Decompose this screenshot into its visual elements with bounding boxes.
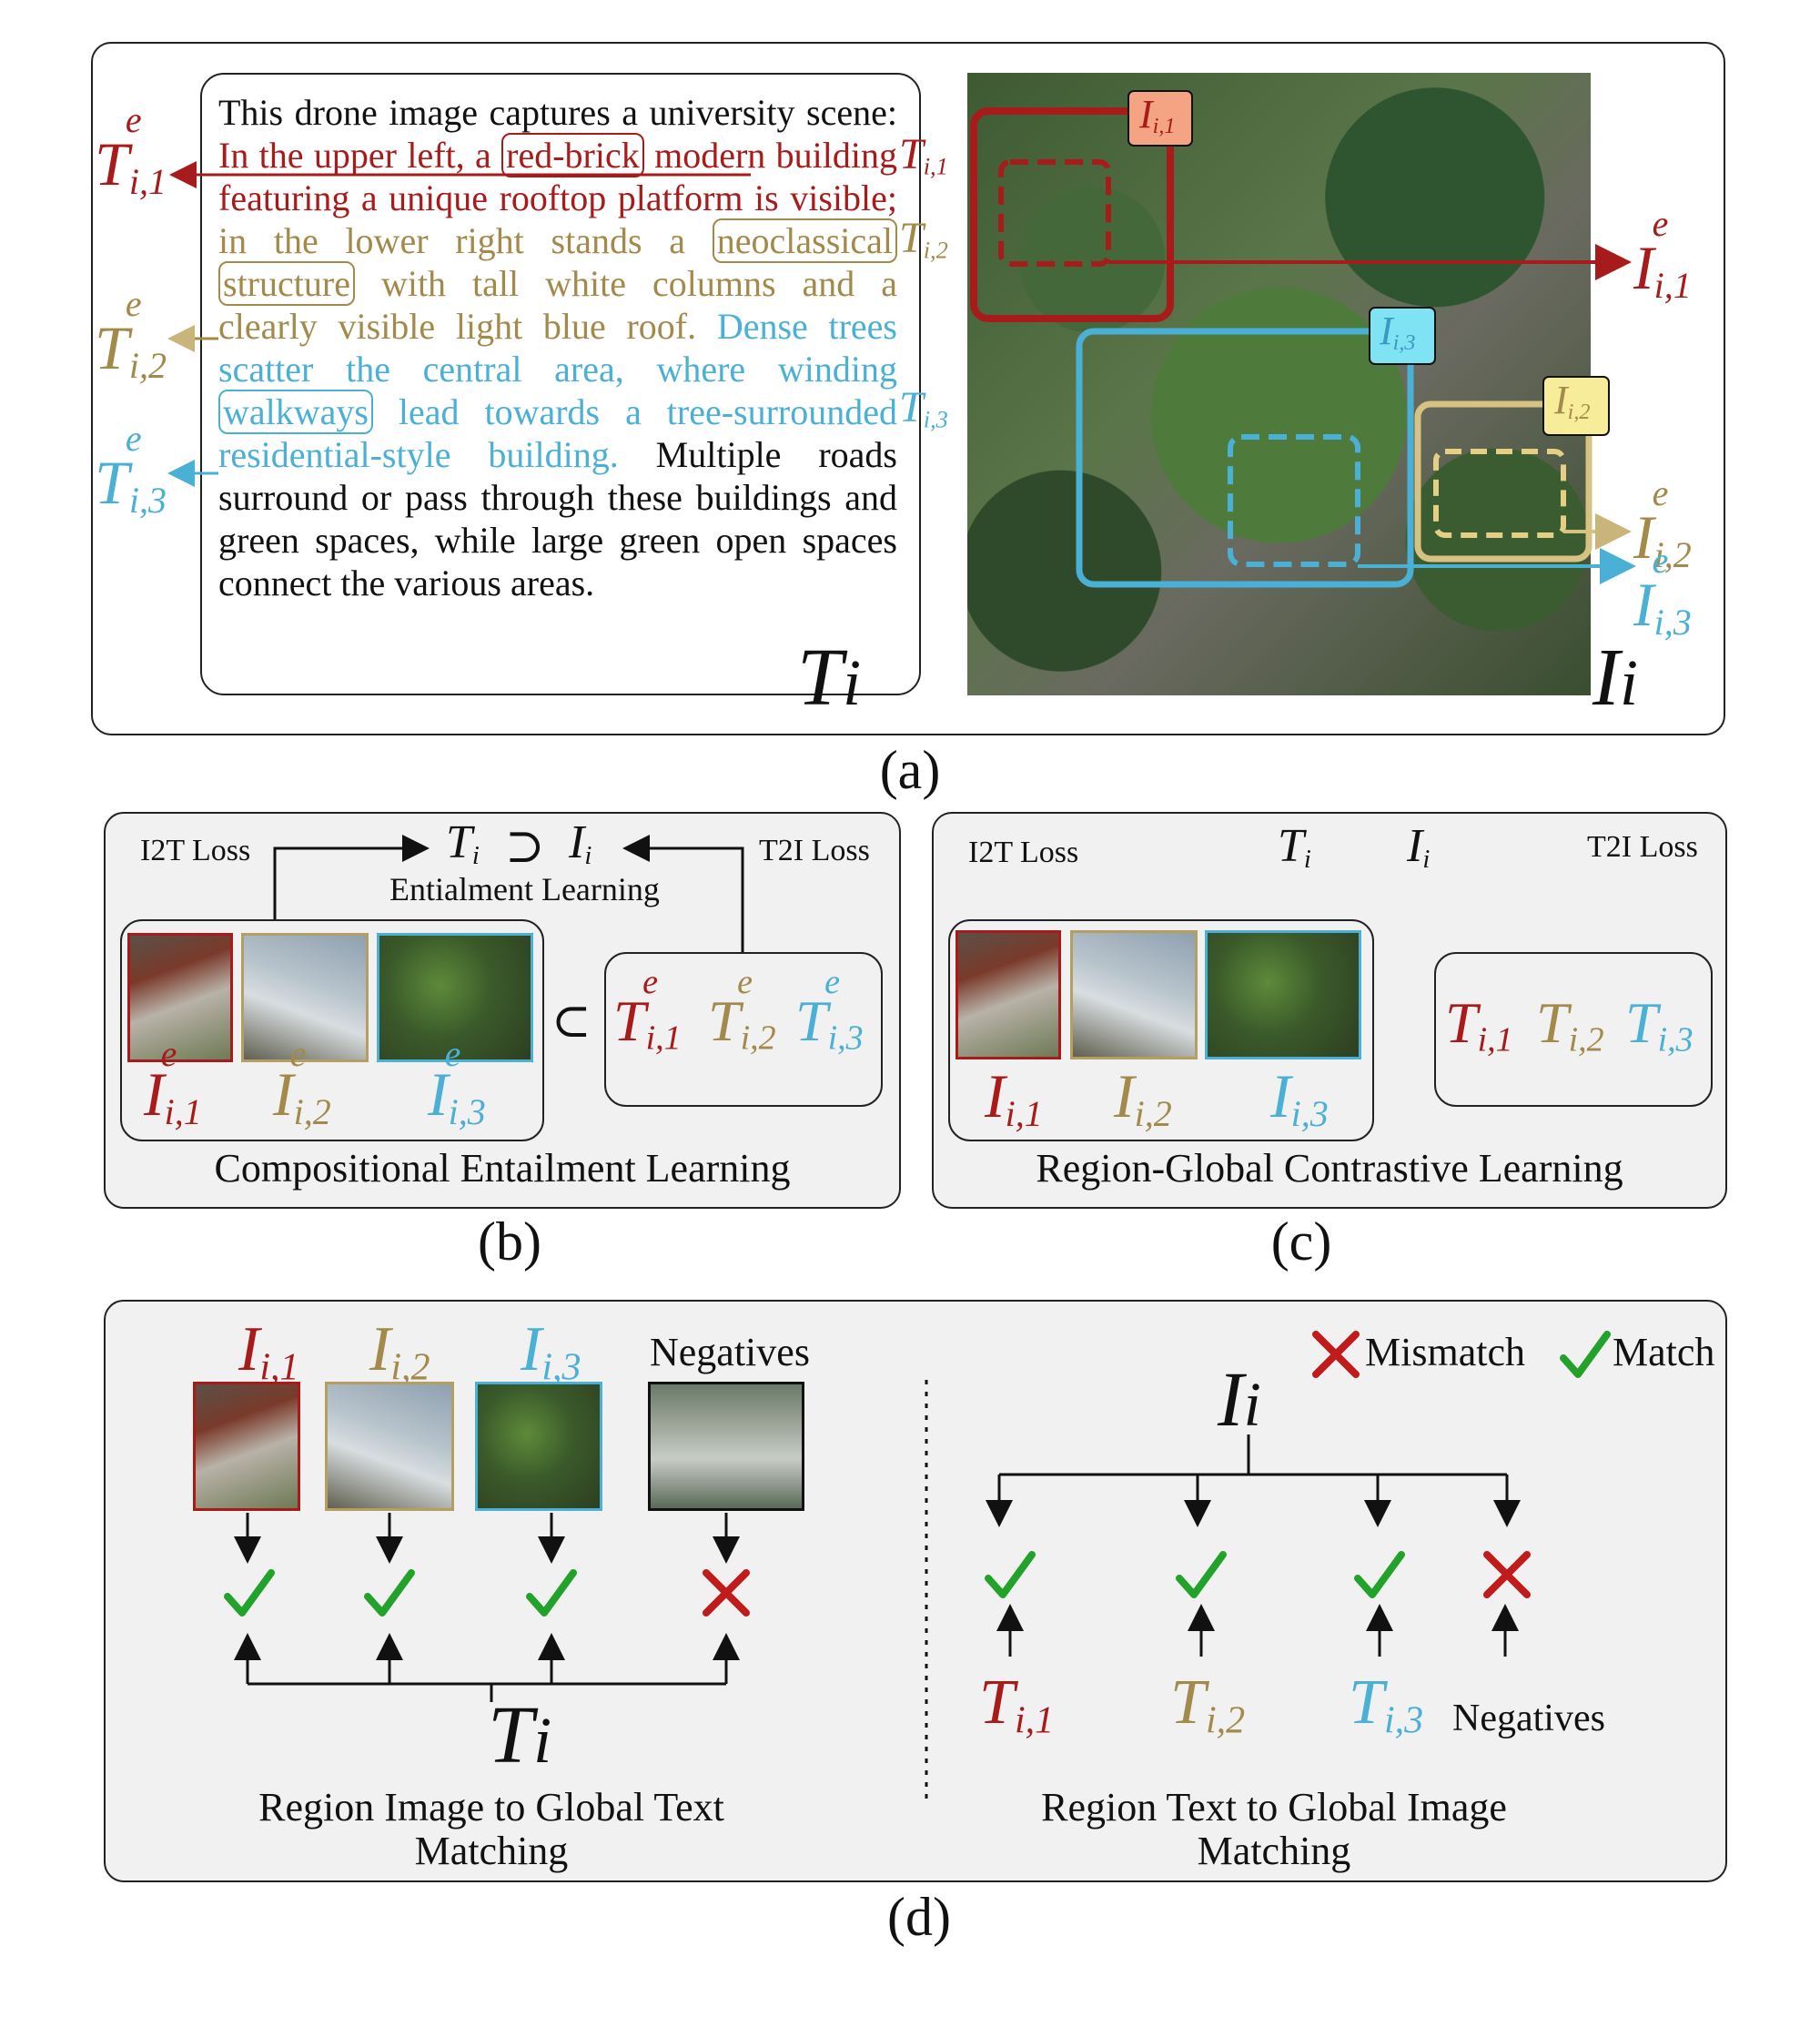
d-right-title-2: Matching (1197, 1829, 1351, 1873)
aerial-campus-image (967, 73, 1591, 695)
description-paragraph: This drone image captures a university s… (218, 91, 897, 604)
image-embed-group-b (120, 919, 544, 1141)
d-text-label-3: Ti,3 (1349, 1667, 1424, 1742)
text-segment-2: in the lower right stands a neoclassical… (218, 218, 897, 347)
d-right-negatives: Negatives (1452, 1698, 1605, 1739)
caption-a: (a) (879, 740, 941, 800)
image-region-c-1: Ii,1 (985, 1061, 1043, 1134)
cross-icon (1483, 1551, 1531, 1598)
d-text-label-2: Ti,2 (1170, 1667, 1246, 1742)
d-left-target: Ti (488, 1690, 552, 1780)
region-thumb-red-c (956, 930, 1061, 1059)
text-segment-1: In the upper left, a red-brick modern bu… (218, 133, 897, 218)
t2i-loss-label-c: T2I Loss (1587, 830, 1698, 864)
image-region-tag-3: Ii,3 (1380, 309, 1416, 356)
d-thumb-gold (325, 1382, 454, 1511)
text-region-label-1: Ti,1 (899, 130, 948, 180)
text-region-c-3: Ti,3 (1625, 990, 1694, 1059)
cross-icon (1312, 1331, 1360, 1378)
i2t-loss-label-c: I2T Loss (968, 836, 1079, 869)
d-left-title-1: Region Image to Global Text (258, 1785, 724, 1829)
d-image-label-3: Ii,3 (521, 1314, 581, 1389)
text-region-group-c (1434, 952, 1713, 1107)
caption-d: (d) (887, 1887, 951, 1947)
caption-c: (c) (1270, 1211, 1332, 1272)
check-icon (1560, 1331, 1611, 1378)
image-region-tag-1: Ii,1 (1139, 92, 1176, 139)
text-target-c: Ti (1278, 820, 1311, 875)
keyword-structure: structure (218, 261, 355, 306)
d-left-title-2: Matching (414, 1829, 569, 1873)
panel-c-title: Region-Global Contrastive Learning (1036, 1146, 1623, 1191)
d-image-label-1: Ii,1 (238, 1314, 299, 1389)
region-thumb-red-b (127, 933, 233, 1062)
caption-b: (b) (478, 1211, 541, 1272)
text-plain: This drone image captures a university s… (218, 92, 897, 133)
global-image-symbol: Ii (1592, 633, 1638, 723)
d-image-label-2: Ii,2 (369, 1314, 430, 1389)
d-right-title-1: Region Text to Global Image (1041, 1785, 1507, 1829)
subset-operator: ⊂ (551, 996, 592, 1048)
entail-right-symbol: Ii (569, 816, 592, 871)
check-icon (224, 1569, 275, 1617)
entailment-learning-label: Entialment Learning (389, 871, 660, 907)
global-text-symbol: Ti (797, 633, 862, 723)
panel-a-overlay (167, 90, 1636, 588)
image-target-c: Ii (1407, 820, 1431, 875)
region-thumb-gold-b (241, 933, 369, 1062)
t2i-loss-label: T2I Loss (759, 834, 870, 867)
region-thumb-blue-b (377, 933, 533, 1062)
panel-b-title: Compositional Entailment Learning (214, 1146, 791, 1191)
text-plain-end: Multiple roads surround or pass through … (218, 434, 897, 603)
image-region-c-2: Ii,2 (1114, 1061, 1172, 1134)
keyword-walkways: walkways (218, 390, 373, 434)
superset-operator: ⊃ (505, 821, 545, 873)
check-icon (364, 1569, 415, 1617)
text-region-c-1: Ti,1 (1445, 990, 1513, 1059)
d-left-negatives: Negatives (650, 1330, 810, 1374)
check-icon (526, 1569, 577, 1617)
text-region-label-3: Ti,3 (899, 383, 948, 433)
d-thumb-negative (648, 1382, 804, 1511)
cross-icon (703, 1569, 750, 1617)
region-thumb-gold-c (1070, 930, 1198, 1059)
text-region-c-2: Ti,2 (1536, 990, 1604, 1059)
i2t-loss-label: I2T Loss (140, 834, 251, 867)
d-thumb-blue (475, 1382, 602, 1511)
region-thumb-blue-c (1205, 930, 1361, 1059)
legend-mismatch: Mismatch (1365, 1330, 1525, 1374)
check-icon (1176, 1551, 1227, 1598)
panel-a (91, 42, 1725, 735)
d-text-label-1: Ti,1 (979, 1667, 1055, 1742)
check-icon (1354, 1551, 1405, 1598)
entail-left-symbol: Ti (446, 816, 480, 871)
d-right-target: Ii (1218, 1355, 1261, 1443)
image-region-group-c (948, 919, 1374, 1141)
keyword-neoclassical: neoclassical (712, 218, 897, 263)
image-region-tag-2: Ii,2 (1554, 378, 1591, 425)
text-region-label-2: Ti,2 (899, 214, 948, 264)
text-segment-3: Dense trees scatter the central area, wh… (218, 306, 897, 475)
legend-match: Match (1613, 1330, 1715, 1374)
check-icon (985, 1551, 1036, 1598)
text-embed-group-b (604, 952, 883, 1107)
d-thumb-red (193, 1382, 300, 1511)
image-region-c-3: Ii,3 (1270, 1061, 1329, 1134)
description-box (200, 73, 921, 695)
keyword-red-brick: red-brick (501, 133, 644, 177)
